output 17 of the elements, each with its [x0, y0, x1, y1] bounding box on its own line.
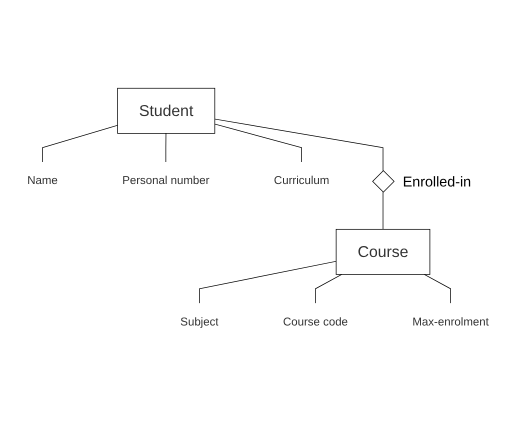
connector: [214, 124, 302, 162]
node-text: Curriculum: [274, 174, 330, 188]
node-box: Course: [336, 228, 430, 275]
connector: [199, 260, 336, 304]
connector: [214, 118, 384, 171]
node-text: Name: [27, 174, 58, 188]
node-text: Personal number: [122, 174, 210, 188]
node-text: Course code: [282, 316, 348, 328]
connector: [315, 274, 342, 304]
connector: [42, 124, 118, 162]
relationship-label: Enrolled-in: [402, 174, 472, 190]
node-text: Max-enrolment: [412, 316, 489, 328]
node-text: Subject: [180, 316, 219, 328]
node-box: Student: [117, 88, 216, 134]
node-diamond: [372, 170, 395, 193]
connector: [424, 274, 451, 304]
connector: [382, 192, 384, 230]
